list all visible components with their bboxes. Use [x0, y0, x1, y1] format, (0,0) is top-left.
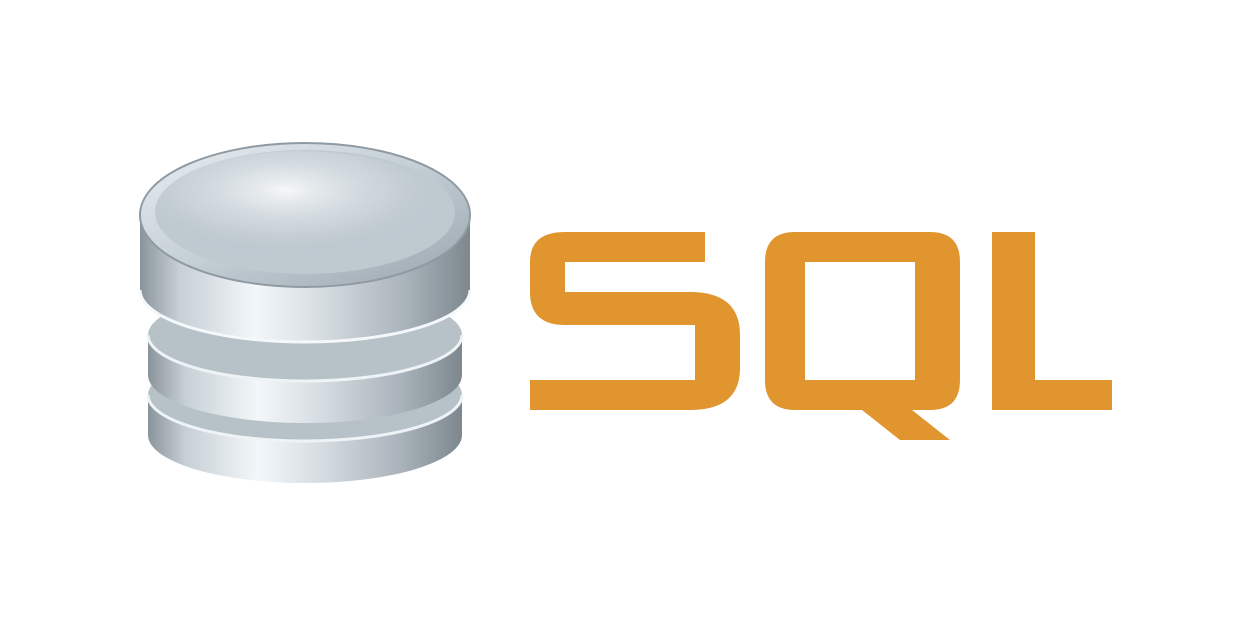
wordmark-letter-s	[530, 232, 740, 410]
wordmark-letter-q	[765, 232, 960, 440]
sql-wordmark	[530, 232, 1112, 440]
database-icon	[138, 142, 472, 483]
database-disc-top	[138, 142, 472, 344]
wordmark-letter-l	[992, 232, 1112, 410]
